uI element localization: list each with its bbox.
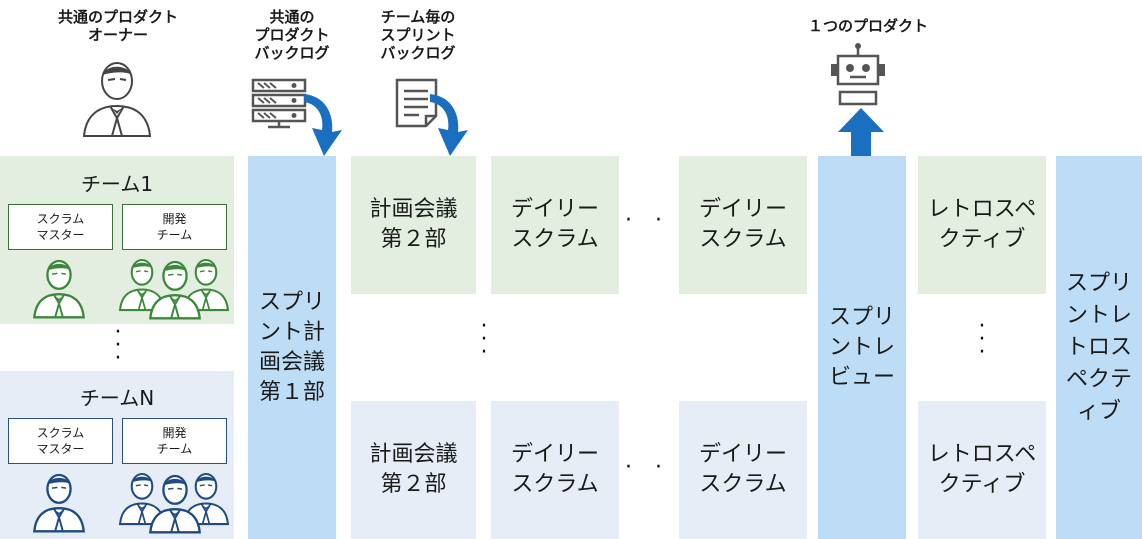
team-n-scrum-master-label: スクラム マスター (8, 418, 113, 464)
team-1-scrum-master-label: スクラム マスター (8, 204, 113, 250)
retrospective-team-n: レトロスペ クティブ (918, 401, 1046, 539)
daily-scrum-team-1-a: デイリー スクラム (491, 156, 619, 294)
team-1-title: チーム1 (80, 172, 154, 196)
daily-scrum-team-n-b: デイリー スクラム (679, 401, 807, 539)
up-arrow (838, 108, 884, 156)
sprint-review: スプリ ントレ ビュー (818, 156, 906, 539)
team-1-dev-member-icon (149, 260, 201, 320)
column-ellipsis-middle: ··· (480, 314, 488, 365)
sprint-planning-part-1: スプリ ント計 画会議 第１部 (248, 156, 336, 539)
robot-icon (831, 43, 885, 106)
document-icon (395, 78, 438, 128)
planning-part-2-team-n: 計画会議 第２部 (351, 401, 476, 539)
team-n-dev-team-label: 開発 チーム (122, 418, 227, 464)
team-n-dev-member-icon (149, 474, 201, 534)
team-n-scrum-master-icon (33, 473, 85, 533)
retrospective-team-1: レトロスペ クティブ (918, 156, 1046, 294)
team-1-dev-team-label: 開発 チーム (122, 204, 227, 250)
team-1-scrum-master-icon (33, 259, 85, 319)
daily-scrum-team-1-b: デイリー スクラム (679, 156, 807, 294)
common-backlog-header: 共通の プロダクト バックログ (254, 8, 330, 62)
sprint-retrospective: スプリ ントレ トロス ペクテ ィブ (1056, 156, 1142, 539)
retro-ellipsis: ··· (978, 314, 986, 365)
backlog-arrow-2 (430, 94, 468, 156)
one-product-header: １つのプロダクト (807, 17, 928, 35)
backlog-arrow-1 (304, 94, 342, 156)
team-backlog-header: チーム毎の スプリント バックログ (380, 8, 456, 62)
teams-ellipsis: ··· (114, 320, 122, 371)
team-n-title: チームN (79, 386, 155, 410)
product-owner-icon (82, 62, 152, 137)
planning-part-2-team-1: 計画会議 第２部 (351, 156, 476, 294)
product-owner-header: 共通のプロダクト オーナー (57, 8, 178, 44)
daily-scrum-team-n-a: デイリー スクラム (491, 401, 619, 539)
